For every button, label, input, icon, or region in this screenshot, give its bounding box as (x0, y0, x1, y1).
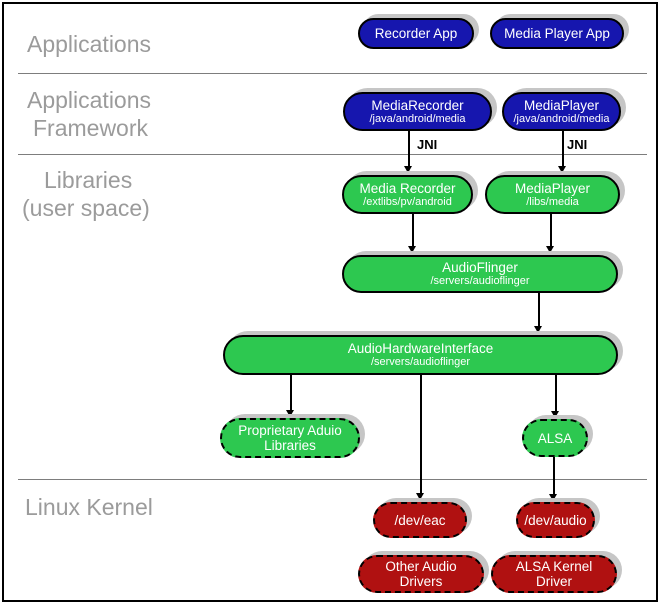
node-path: /java/android/media (513, 112, 610, 125)
section-label-linux-kernel: Linux Kernel (25, 494, 153, 520)
node-title: Media Player App (504, 26, 610, 41)
node-media-recorder-lib: Media Recorder /extlibs/pv/android (342, 175, 473, 214)
connector-mediarecorder-jni-line (408, 130, 410, 166)
section-label-libraries-line1: Libraries (44, 167, 133, 193)
arrowhead-icon (286, 410, 294, 417)
node-audiohardwareinterface: AudioHardwareInterface /servers/audiofli… (223, 335, 618, 375)
arrowhead-icon (558, 166, 566, 173)
arrowhead-icon (534, 326, 542, 333)
node-title: AudioFlinger (442, 260, 518, 275)
node-alsa: ALSA (522, 419, 588, 457)
node-title: /dev/audio (524, 512, 587, 528)
node-other-audio-drivers: Other Audio Drivers (358, 555, 484, 593)
node-title: Recorder App (374, 26, 458, 41)
node-dev-audio: /dev/audio (516, 502, 595, 538)
node-media-player-app: Media Player App (490, 18, 624, 49)
connector-mediaplayer-jni-line (562, 130, 564, 166)
node-title: MediaRecorder (371, 97, 464, 113)
node-path: /servers/audioflinger (430, 275, 530, 287)
connector-ahi-alsa-line (555, 375, 557, 411)
node-title: Proprietary Aduio Libraries (238, 423, 342, 453)
node-title: MediaPlayer (514, 180, 591, 196)
section-label-framework-line2: Framework (33, 115, 149, 141)
jni-label-right: JNI (567, 137, 588, 152)
node-title: MediaPlayer (523, 97, 600, 113)
node-path: /extlibs/pv/android (363, 195, 452, 208)
node-dev-eac: /dev/eac (373, 502, 467, 538)
node-mediaplayer-framework: MediaPlayer /java/android/media (502, 92, 621, 131)
connector-ahi-proprietary-line (290, 375, 292, 410)
section-label-applications: Applications (27, 31, 152, 57)
arrowhead-icon (404, 166, 412, 173)
section-label-libraries-line2: (user space) (22, 195, 150, 221)
divider-framework-libraries (18, 154, 647, 155)
connector-audioflinger-ahi-line (538, 293, 540, 326)
node-audioflinger: AudioFlinger /servers/audioflinger (342, 255, 618, 293)
node-path: /java/android/media (369, 112, 466, 125)
connector-alsa-devaudio-line (553, 457, 555, 494)
node-mediaplayer-lib: MediaPlayer /libs/media (485, 175, 620, 214)
node-mediarecorder-framework: MediaRecorder /java/android/media (343, 92, 492, 131)
divider-libraries-kernel (18, 479, 647, 480)
connector-mediaplayer-audioflinger-line (550, 214, 552, 246)
jni-label-left: JNI (417, 137, 438, 152)
node-title: Other Audio Drivers (385, 559, 457, 589)
node-proprietary-audio-libraries: Proprietary Aduio Libraries (220, 418, 360, 458)
connector-mediarecorder-audioflinger-line (412, 214, 414, 246)
node-alsa-kernel-driver: ALSA Kernel Driver (491, 555, 617, 593)
node-title: ALSA (537, 430, 573, 446)
arrowhead-icon (416, 493, 424, 500)
node-path: /servers/audioflinger (370, 356, 471, 368)
arrowhead-icon (408, 246, 416, 253)
node-title: /dev/eac (394, 512, 446, 528)
node-path: /libs/media (526, 195, 579, 208)
node-title: AudioHardwareInterface (347, 341, 494, 356)
arrowhead-icon (549, 494, 557, 501)
node-recorder-app: Recorder App (358, 18, 474, 49)
divider-applications-framework (18, 73, 647, 74)
section-label-framework-line1: Applications (27, 87, 152, 113)
connector-ahi-deveac-line (420, 375, 422, 493)
node-title: ALSA Kernel Driver (515, 559, 593, 589)
arrowhead-icon (551, 411, 559, 418)
arrowhead-icon (546, 246, 554, 253)
node-title: Media Recorder (359, 180, 456, 196)
